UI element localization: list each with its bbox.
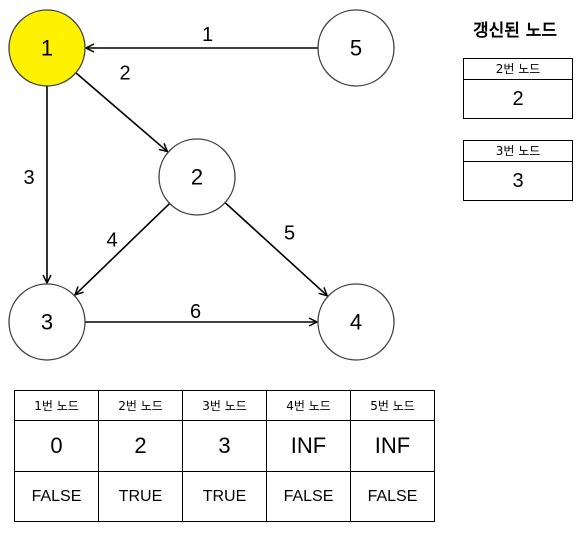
node-circle [8,283,86,361]
node-label: 4 [350,310,362,335]
node-circle [158,138,236,216]
graph-node-2: 2 [158,138,236,216]
distance-row: 0 2 3 INF INF [14,420,435,472]
edge-weight-label: 3 [23,167,34,189]
distance-cell: INF [266,420,351,472]
updated-node-box-3: 3번 노드 3 [463,140,573,201]
visited-cell: FALSE [350,471,435,522]
graph-node-4: 4 [317,283,395,361]
edge-weight-label: 1 [202,24,213,46]
edge-arrow-2-4 [224,202,327,296]
visited-row: FALSE TRUE TRUE FALSE FALSE [14,471,435,522]
updated-node-header: 2번 노드 [464,59,572,80]
table-header-cell: 2번 노드 [98,390,183,421]
edges-layer: 1 2 3 4 5 6 [23,24,327,323]
edge-arrow-1-2 [75,72,168,152]
edge-weight-label: 6 [190,301,201,323]
graph-node-1: 1 [8,9,86,87]
table-header-cell: 3번 노드 [182,390,267,421]
graph-node-3: 3 [8,283,86,361]
edge-arrow-2-3 [75,202,171,294]
node-circle [317,283,395,361]
distance-table: 1번 노드 2번 노드 3번 노드 4번 노드 5번 노드 0 2 3 INF … [14,390,435,522]
table-header-cell: 4번 노드 [266,390,351,421]
updated-node-value: 3 [512,170,524,192]
distance-cell: 3 [182,420,267,472]
updated-node-header: 3번 노드 [464,141,572,162]
table-header-cell: 1번 노드 [14,390,99,421]
node-label: 5 [350,36,362,61]
node-circle [8,9,86,87]
table-header-row: 1번 노드 2번 노드 3번 노드 4번 노드 5번 노드 [14,390,435,421]
visited-cell: TRUE [98,471,183,522]
distance-cell: 2 [98,420,183,472]
node-label: 1 [41,36,53,61]
distance-cell: INF [350,420,435,472]
updated-node-value: 2 [512,88,524,110]
edge-weight-label: 2 [119,63,130,85]
node-circle [317,9,395,87]
nodes-layer: 1 2 3 4 5 [8,9,395,361]
visited-cell: FALSE [266,471,351,522]
visited-cell: TRUE [182,471,267,522]
graph-node-5: 5 [317,9,395,87]
node-label: 3 [41,310,53,335]
distance-cell: 0 [14,420,99,472]
updated-node-box-2: 2번 노드 2 [463,58,573,119]
visited-cell: FALSE [14,471,99,522]
node-label: 2 [191,165,203,190]
table-header-cell: 5번 노드 [350,390,435,421]
updated-nodes-title: 갱신된 노드 [472,21,558,41]
edge-weight-label: 4 [106,230,117,252]
edge-weight-label: 5 [284,223,295,245]
